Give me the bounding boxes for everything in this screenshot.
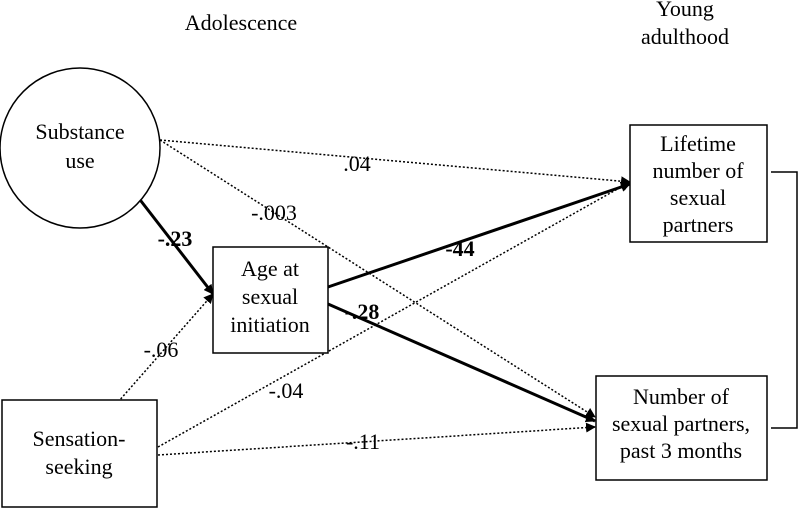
sensation-line2: seeking (45, 454, 112, 479)
label-substance-lifetime: .04 (343, 151, 371, 176)
age-line2: sexual (242, 284, 298, 309)
lifetime-line3: sexual (670, 185, 726, 210)
label-sensation-recent: -.11 (346, 429, 380, 454)
label-sensation-age: -.06 (144, 337, 179, 362)
node-lifetime-partners (629, 124, 768, 243)
header-adolescence: Adolescence (185, 10, 297, 35)
label-substance-age: -.23 (158, 226, 193, 251)
lifetime-line2: number of (652, 158, 744, 183)
sensation-line1: Sensation- (33, 426, 126, 451)
node-substance-use (0, 67, 161, 229)
lifetime-line4: partners (663, 212, 734, 237)
edge-age-lifetime (327, 182, 631, 289)
recent-line2: sexual partners, (612, 411, 750, 436)
outcome-correlation-bracket (771, 171, 798, 429)
edge-age-recent (327, 302, 596, 423)
header-young-line2: adulthood (641, 24, 729, 49)
age-line1: Age at (241, 256, 299, 281)
edge-substance-age (132, 191, 215, 295)
edge-substance-lifetime (159, 139, 631, 187)
lifetime-line1: Lifetime (660, 131, 736, 156)
node-recent-partners (595, 375, 768, 481)
substance-use-line2: use (65, 148, 94, 173)
label-sensation-lifetime: -.04 (269, 378, 304, 403)
label-age-recent: -.28 (345, 299, 380, 324)
edge-sensation-recent (157, 422, 596, 456)
header-young-line1: Young (656, 0, 714, 21)
edge-substance-recent (159, 139, 596, 418)
recent-line1: Number of (633, 384, 730, 409)
node-age-at-initiation (212, 246, 329, 354)
label-age-lifetime: -44 (445, 236, 474, 261)
age-line3: initiation (230, 312, 309, 337)
label-substance-recent: -.003 (251, 200, 297, 225)
recent-line3: past 3 months (620, 438, 742, 463)
node-sensation-seeking (1, 399, 158, 508)
substance-use-line1: Substance (35, 119, 124, 144)
